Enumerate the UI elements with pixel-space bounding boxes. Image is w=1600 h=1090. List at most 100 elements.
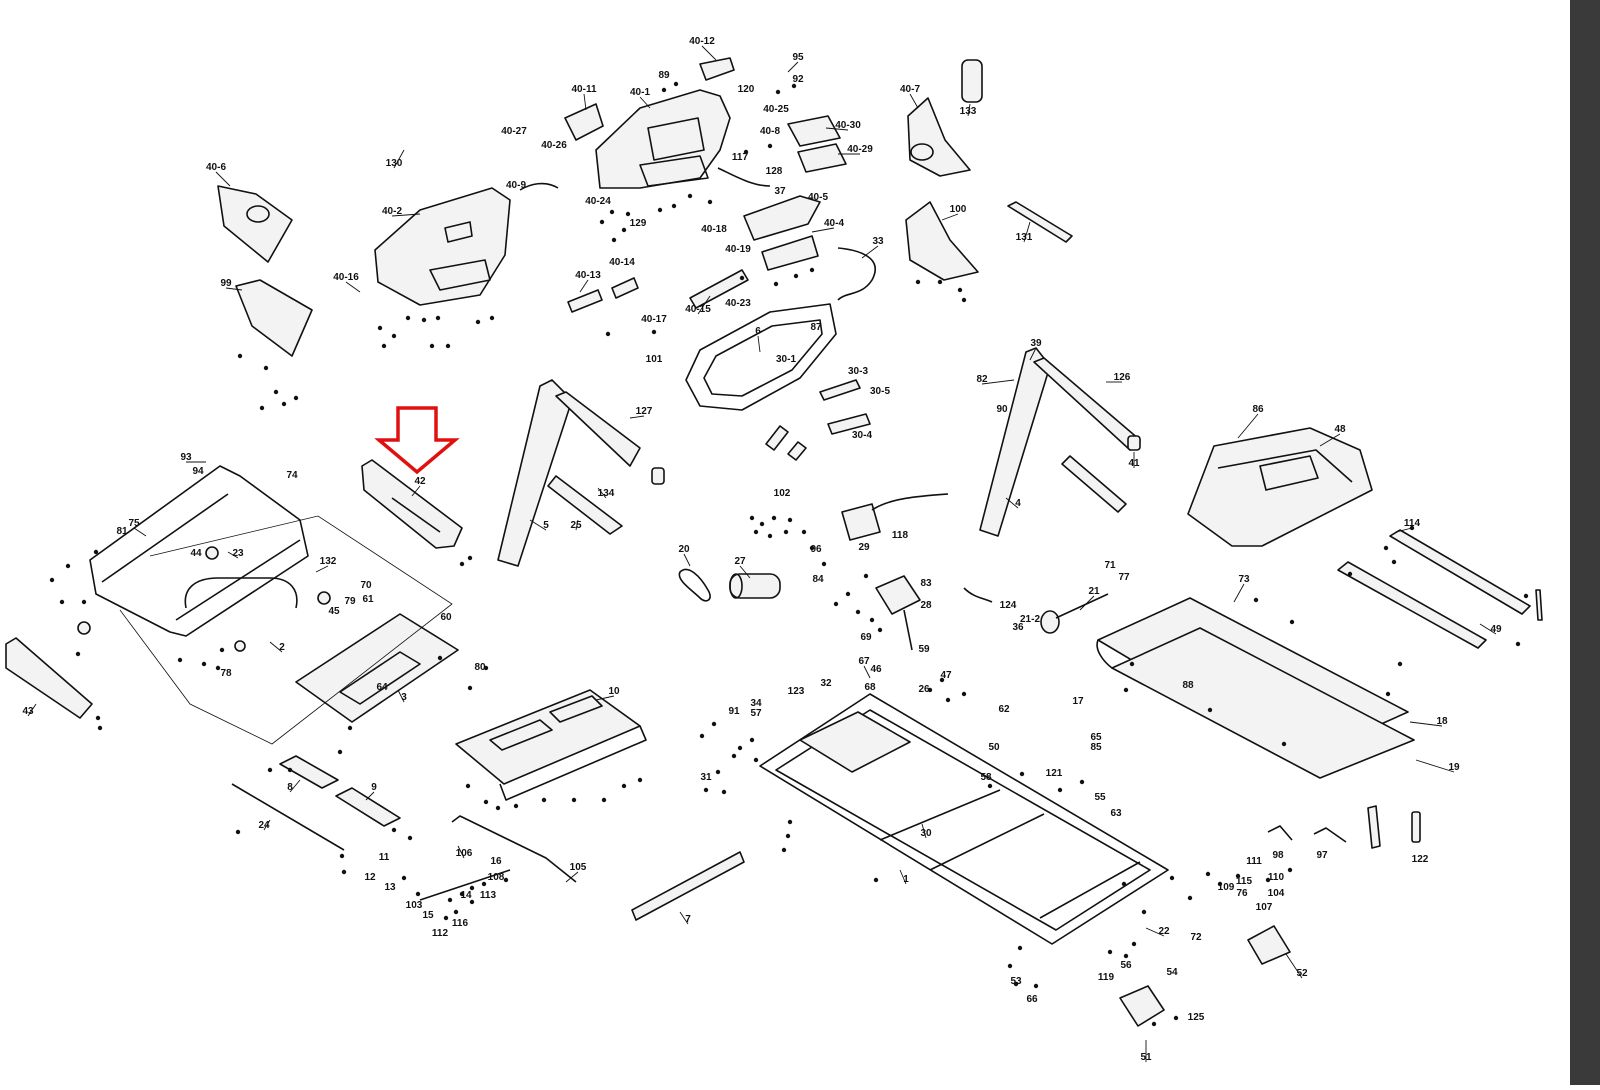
screw-dot <box>957 287 963 293</box>
callout-label-25: 25 <box>570 520 582 531</box>
running-belt <box>1111 627 1415 779</box>
callout-label-69: 69 <box>860 632 872 643</box>
screw-dot <box>467 555 473 561</box>
callout-label-40-26: 40-26 <box>541 140 567 151</box>
callout-label-61: 61 <box>362 594 374 605</box>
leader-line-133 <box>967 103 971 117</box>
leader-line-99 <box>225 287 243 291</box>
callout-label-48: 48 <box>1334 424 1346 435</box>
screw-dot <box>945 697 951 703</box>
callout-label-132: 132 <box>320 556 337 567</box>
callout-label-73: 73 <box>1238 574 1250 585</box>
screw-dot <box>731 753 737 759</box>
callout-label-11: 11 <box>379 852 390 863</box>
callout-label-32: 32 <box>820 678 832 689</box>
callout-label-51: 51 <box>1140 1052 1152 1063</box>
callout-label-40-4: 40-4 <box>824 218 844 229</box>
screw-dot <box>773 281 779 287</box>
side-cover-part-42[interactable] <box>361 459 463 549</box>
callout-label-87: 87 <box>810 322 822 333</box>
console-lower-cover <box>374 187 511 306</box>
callout-label-3: 3 <box>401 692 407 703</box>
callout-label-105: 105 <box>570 862 587 873</box>
incline-motor-shaft <box>903 609 913 651</box>
callout-label-50: 50 <box>988 742 1000 753</box>
callout-label-58: 58 <box>980 772 992 783</box>
callout-label-118: 118 <box>892 530 909 541</box>
motor-hood <box>1187 427 1373 547</box>
leader-line-40-16 <box>345 281 361 293</box>
screw-dot <box>671 203 677 209</box>
upright-right <box>979 347 1051 537</box>
callout-label-90: 90 <box>996 404 1008 415</box>
screw-dot <box>237 353 243 359</box>
callout-label-40-2: 40-2 <box>382 206 402 217</box>
callout-label-40-18: 40-18 <box>701 224 727 235</box>
screw-dot <box>1385 691 1391 697</box>
screw-dot <box>1123 687 1129 693</box>
screw-dot <box>809 267 815 273</box>
callout-label-5: 5 <box>543 520 549 531</box>
callout-label-133: 133 <box>960 106 977 117</box>
callout-label-67: 67 <box>858 656 870 667</box>
screw-dot <box>937 279 943 285</box>
front-foot-cap <box>1119 985 1165 1027</box>
callout-label-26: 26 <box>918 684 930 695</box>
bottle-holder <box>961 59 983 103</box>
callout-label-40-1: 40-1 <box>630 87 650 98</box>
callout-label-36: 36 <box>1012 622 1024 633</box>
callout-label-92: 92 <box>792 74 804 85</box>
screw-dot <box>1187 895 1193 901</box>
leader-line-43 <box>27 703 37 717</box>
callout-label-45: 45 <box>328 606 340 617</box>
leader-line-33 <box>861 245 879 259</box>
callout-label-54: 54 <box>1166 967 1178 978</box>
screw-dot <box>703 787 709 793</box>
screw-dot <box>821 561 827 567</box>
callout-label-81: 81 <box>116 526 128 537</box>
callout-label-101: 101 <box>646 354 663 365</box>
handlebar-frame <box>685 303 871 461</box>
callout-label-78: 78 <box>220 668 232 679</box>
screw-dot <box>1217 881 1223 887</box>
pan-cover-cutouts <box>489 695 603 751</box>
extension-cable <box>451 815 577 883</box>
leader-line-40-13 <box>579 279 589 293</box>
screw-dot <box>787 819 793 825</box>
callout-label-40-30: 40-30 <box>835 120 861 131</box>
leader-line-40-4 <box>811 227 835 233</box>
screw-dot <box>961 691 967 697</box>
leader-line-30 <box>921 823 927 839</box>
leader-line-130 <box>393 149 405 169</box>
screw-dot <box>513 803 519 809</box>
callout-label-123: 123 <box>788 686 805 697</box>
handle-grip-d <box>787 441 807 461</box>
pan-cover <box>455 689 641 785</box>
callout-label-40-12: 40-12 <box>689 36 715 47</box>
screw-dot <box>599 219 605 225</box>
screw-dot <box>435 315 441 321</box>
callout-label-129: 129 <box>630 218 647 229</box>
screw-dot <box>791 83 797 89</box>
leader-line-21 <box>1079 595 1095 611</box>
leader-line-7 <box>679 911 689 925</box>
control-cable <box>871 493 949 511</box>
screw-dot <box>177 657 183 663</box>
leader-line-40-2 <box>391 213 421 217</box>
leader-line-134 <box>597 487 607 499</box>
leader-line-27 <box>739 565 751 579</box>
screw-dot <box>459 561 465 567</box>
screw-dot <box>753 757 759 763</box>
roller-wheel <box>205 546 219 560</box>
screw-dot <box>673 81 679 87</box>
callout-label-21: 21 <box>1088 586 1100 597</box>
callout-label-80: 80 <box>474 662 486 673</box>
screw-dot <box>753 529 759 535</box>
callout-label-40-24: 40-24 <box>585 196 611 207</box>
leader-line-4 <box>1005 497 1019 509</box>
screw-dot <box>877 627 883 633</box>
screw-dot <box>381 343 387 349</box>
leader-line-40-30 <box>825 127 849 131</box>
highlighted-side-cover[interactable] <box>361 406 463 549</box>
screw-dot <box>739 275 745 281</box>
